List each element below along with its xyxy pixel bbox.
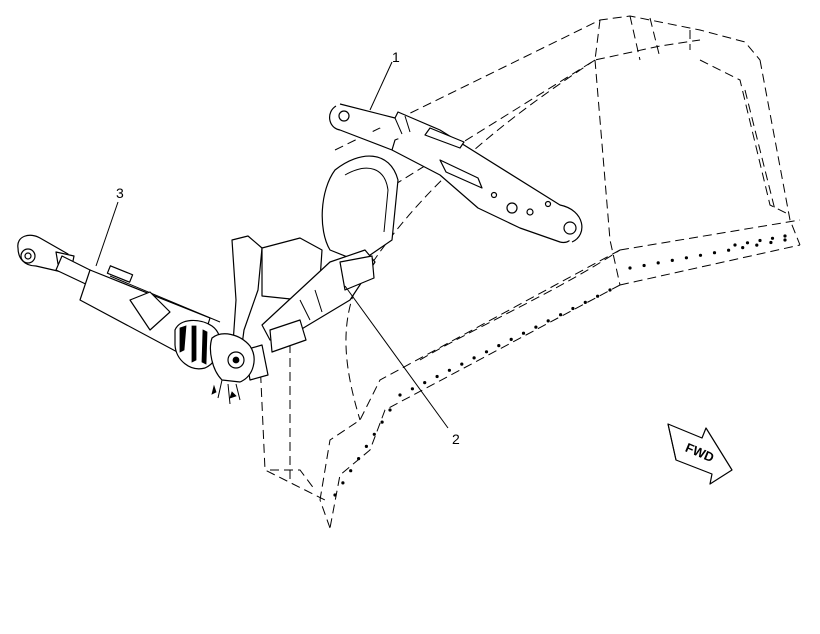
mounting-hole: [712, 251, 717, 255]
mounting-hole: [372, 432, 376, 436]
callout-2: 2: [452, 431, 460, 447]
mounting-hole: [571, 306, 575, 311]
leader-line-1: [369, 61, 393, 111]
mounting-hole: [497, 344, 501, 348]
mounting-hole: [534, 325, 538, 329]
hydraulic-cylinder-part-3: [17, 234, 255, 405]
mounting-hole: [398, 393, 402, 397]
leader-line-2: [344, 285, 449, 429]
mounting-hole: [733, 243, 737, 247]
mounting-hole: [357, 457, 361, 461]
mounting-hole: [727, 248, 731, 252]
mounting-hole: [755, 243, 759, 247]
mounting-hole: [628, 266, 632, 270]
mounting-hole: [447, 368, 451, 372]
mounting-hole: [509, 337, 513, 341]
mounting-hole: [698, 253, 703, 257]
mounting-hole: [349, 469, 353, 473]
mounting-hole: [642, 263, 646, 268]
mounting-hole: [583, 300, 587, 304]
mounting-hole: [388, 408, 392, 412]
mounting-hole: [745, 241, 750, 245]
callout-1: 1: [392, 49, 400, 65]
mounting-hole: [741, 246, 745, 250]
mounting-hole: [380, 420, 384, 424]
mounting-hole: [608, 288, 612, 292]
mounting-hole: [656, 261, 660, 265]
bracket-part-2: [231, 155, 399, 381]
blade-outline: [259, 15, 801, 529]
mounting-hole: [460, 362, 464, 366]
brace-link-part-1: [329, 103, 583, 244]
mounting-hole: [364, 444, 368, 448]
mounting-hole: [596, 294, 600, 298]
mounting-hole: [770, 236, 775, 240]
mounting-hole: [546, 319, 550, 323]
mounting-hole: [435, 374, 439, 379]
mounting-hole: [783, 234, 787, 238]
mounting-hole: [484, 350, 489, 354]
mounting-hole: [521, 331, 526, 335]
mounting-hole: [758, 238, 762, 243]
leader-lines: [95, 61, 449, 429]
mounting-hole: [423, 381, 427, 385]
mounting-hole: [341, 481, 345, 485]
mounting-hole-row: [333, 234, 787, 497]
leader-line-3: [95, 201, 119, 267]
mounting-hole: [333, 493, 337, 497]
mounting-hole: [670, 258, 674, 262]
mounting-hole: [769, 240, 773, 245]
mounting-hole: [472, 356, 476, 360]
mounting-hole: [783, 238, 787, 242]
mounting-hole: [559, 313, 563, 317]
callout-3: 3: [116, 185, 124, 201]
mounting-hole: [410, 387, 414, 391]
fwd-arrow-icon: FWD: [667, 423, 733, 485]
mounting-hole: [684, 256, 689, 260]
